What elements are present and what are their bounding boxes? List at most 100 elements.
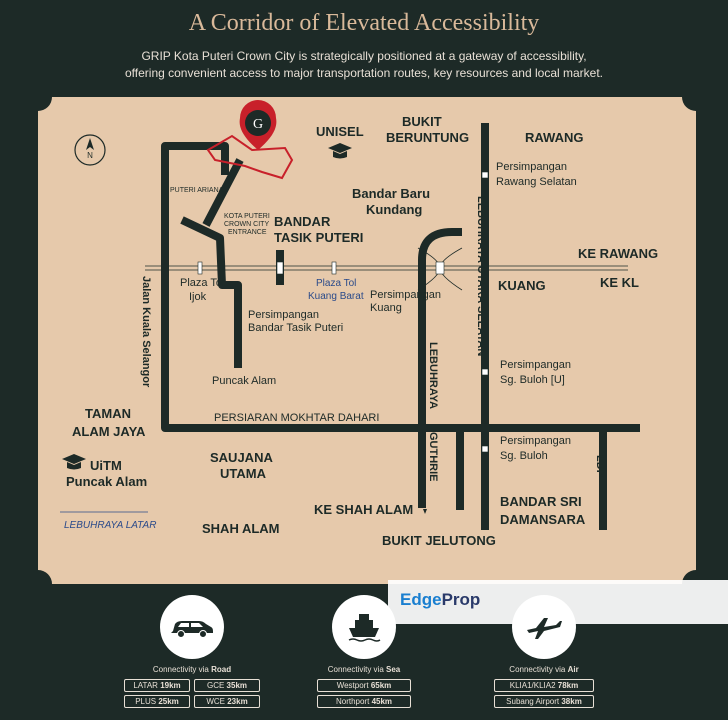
label-taman-alam-jaya-2: ALAM JAYA: [72, 424, 146, 439]
label-plaza-tol-kuang-barat-1: Plaza Tol: [316, 278, 356, 289]
chip-dist: 45km: [371, 697, 393, 706]
chip-name: Subang Airport: [506, 697, 560, 706]
label-kp-entrance-3: ENTRANCE: [228, 229, 267, 236]
label-bandar-tasik-puteri-1: BANDAR: [274, 214, 331, 229]
label-simp-sg-buloh-1: Persimpangan: [500, 435, 571, 447]
chip-dist: 78km: [557, 681, 579, 690]
label-bukit-beruntung-2: BERUNTUNG: [386, 130, 469, 145]
intro-text: GRIP Kota Puteri Crown City is strategic…: [60, 48, 668, 82]
arrow-down-icon: [423, 509, 427, 514]
edgeprop-logo-edge: Edge: [400, 590, 442, 609]
label-plaza-tol-ijok-2: Ijok: [189, 291, 207, 303]
road-caption: Connectivity via Road: [112, 665, 272, 674]
label-puteri-ariana: PUTERI ARIANA: [170, 187, 224, 194]
junction-markers: [481, 171, 489, 453]
label-bandar-baru-kundang-1: Bandar Baru: [352, 186, 430, 201]
page-title: A Corridor of Elevated Accessibility: [188, 10, 540, 36]
label-kp-entrance-1: KOTA PUTERI: [224, 213, 270, 220]
logo-letter: G: [253, 117, 263, 132]
chip-dist: 38km: [561, 697, 582, 706]
chip-name: Westport: [336, 681, 369, 690]
label-lebuhraya-latar: LEBUHRAYA LATAR: [64, 520, 156, 531]
label-simp-btp-2: Bandar Tasik Puteri: [248, 322, 343, 334]
connectivity-road: Connectivity via Road LATAR 19km GCE 35k…: [112, 595, 272, 708]
chip-name: GCE: [206, 681, 225, 690]
chip-northport: Northport 45km: [317, 695, 411, 708]
label-lebuhraya-utara-selatan: LEBUHRAYA UTARA SELATAN: [475, 196, 487, 356]
label-simp-sg-buloh-2: Sg. Buloh: [500, 450, 548, 462]
chip-name: PLUS: [135, 697, 157, 706]
label-bukit-jelutong: BUKIT JELUTONG: [382, 533, 496, 548]
label-rawang: RAWANG: [525, 130, 584, 145]
label-plaza-tol-ijok-1: Plaza Tol: [180, 277, 224, 289]
label-saujana-utama-1: SAUJANA: [210, 450, 273, 465]
road-caption-mode: Road: [211, 665, 232, 674]
chip-westport: Westport 65km: [317, 679, 411, 692]
label-taman-alam-jaya-1: TAMAN: [85, 406, 131, 421]
label-plaza-tol-kuang-barat-2: Kuang Barat: [308, 291, 364, 302]
chip-dist: 19km: [160, 681, 181, 690]
chip-klia: KLIA1/KLIA2 78km: [494, 679, 594, 692]
sea-caption-prefix: Connectivity via: [327, 665, 384, 674]
label-kp-entrance-2: CROWN CITY: [224, 221, 269, 228]
graduation-cap-icon: [328, 143, 352, 159]
label-uitm-2: Puncak Alam: [66, 474, 147, 489]
chip-name: KLIA1/KLIA2: [509, 681, 556, 690]
ship-icon: [332, 595, 396, 659]
chip-dist: 25km: [158, 697, 179, 706]
toll-markers: [197, 261, 445, 275]
chip-plus: PLUS 25km: [124, 695, 190, 708]
road-puteri-ariana: [180, 216, 242, 368]
label-lebuhraya-guthrie-b: GUTHRIE: [427, 432, 439, 482]
label-bandar-sri-damansara-1: BANDAR SRI: [500, 494, 582, 509]
sea-caption-mode: Sea: [386, 665, 401, 674]
label-unisel: UNISEL: [316, 124, 364, 139]
chip-gce: GCE 35km: [194, 679, 260, 692]
label-simp-sg-buloh-u-2: Sg. Buloh [U]: [500, 374, 565, 386]
label-simp-rawang-1: Persimpangan: [496, 161, 567, 173]
chip-wce: WCE 23km: [194, 695, 260, 708]
label-jalan-kuala-selangor: Jalan Kuala Selangor: [140, 276, 152, 388]
road-chips: LATAR 19km GCE 35km PLUS 25km WCE 23km: [112, 679, 272, 708]
label-ke-kl: KE KL: [600, 275, 639, 290]
main-roads: [161, 123, 640, 530]
air-caption-prefix: Connectivity via: [509, 665, 566, 674]
highway-utara-selatan-east-west: [145, 265, 628, 271]
chip-name: LATAR: [133, 681, 158, 690]
connectivity-sea: Connectivity via Sea Westport 65km North…: [284, 595, 444, 708]
label-bandar-sri-damansara-2: DAMANSARA: [500, 512, 586, 527]
road-guthrie: [418, 228, 462, 508]
label-bukit-beruntung-1: BUKIT: [402, 114, 442, 129]
chip-latar: LATAR 19km: [124, 679, 190, 692]
label-ke-rawang: KE RAWANG: [578, 246, 658, 261]
intro-line-2: offering convenient access to major tran…: [124, 66, 604, 80]
road-caption-prefix: Connectivity via: [152, 665, 209, 674]
airplane-icon: [512, 595, 576, 659]
label-simp-sg-buloh-u-1: Persimpangan: [500, 359, 571, 371]
air-chips: KLIA1/KLIA2 78km Subang Airport 38km: [464, 679, 624, 708]
label-uitm-1: UiTM: [90, 458, 122, 473]
connectivity-air: Connectivity via Air KLIA1/KLIA2 78km Su…: [464, 595, 624, 708]
location-pin-icon: G: [239, 100, 277, 150]
label-bandar-baru-kundang-2: Kundang: [366, 202, 422, 217]
label-saujana-utama-2: UTAMA: [220, 466, 267, 481]
map-background: [38, 97, 696, 584]
label-simp-rawang-2: Rawang Selatan: [496, 176, 577, 188]
label-simp-kuang-1: Persimpangan: [370, 289, 441, 301]
graduation-cap-icon: [62, 454, 86, 470]
label-kuang: KUANG: [498, 278, 546, 293]
kota-puteri-plot: [206, 134, 294, 180]
edgeprop-logo: EdgeProp: [400, 590, 480, 610]
car-icon: [160, 595, 224, 659]
label-lebuhraya-guthrie-a: LEBUHRAYA: [427, 342, 439, 409]
north-label: N: [87, 151, 93, 160]
chip-subang: Subang Airport 38km: [494, 695, 594, 708]
north-arrow-icon: N: [74, 134, 106, 166]
chip-name: Northport: [335, 697, 370, 706]
label-puncak-alam: Puncak Alam: [212, 375, 276, 387]
chip-dist: 23km: [227, 697, 248, 706]
edgeprop-logo-prop: Prop: [441, 590, 481, 609]
road-kp-link: [202, 158, 244, 227]
label-persiaran-mokhtar-dahari: PERSIARAN MOKHTAR DAHARI: [214, 412, 379, 424]
